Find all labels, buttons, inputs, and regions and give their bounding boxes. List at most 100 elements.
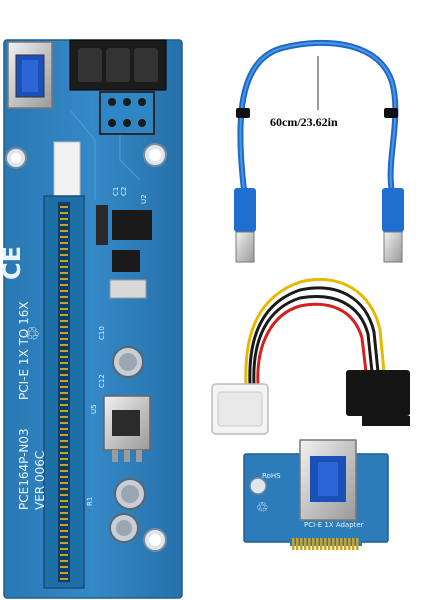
slot-pin <box>60 248 68 250</box>
chip-u2 <box>112 250 140 272</box>
board-version-text: VER 006C <box>33 451 47 510</box>
slot-pin <box>60 362 68 364</box>
component-label: C1 <box>112 187 120 196</box>
slot-pin <box>60 554 68 556</box>
edge-pin <box>356 538 359 550</box>
slot-latch <box>53 141 81 203</box>
chip-u1 <box>112 210 152 240</box>
edge-pin <box>300 538 303 550</box>
edge-pin <box>348 538 351 550</box>
slot-pin <box>60 572 68 574</box>
slot-pin <box>60 470 68 472</box>
riser-board: CE ♲ PCE164P-N03 PCI-E 1X TO 16X VER 006… <box>0 39 183 599</box>
pcie-x16-slot <box>43 195 85 589</box>
sata-power-connector <box>346 370 410 426</box>
board-model-text: PCE164P-N03 <box>17 428 31 510</box>
slot-pin <box>60 506 68 508</box>
slot-pin <box>60 530 68 532</box>
slot-pin <box>60 344 68 346</box>
board-type-text: PCI-E 1X TO 16X <box>17 301 31 400</box>
edge-pin <box>336 538 339 550</box>
slot-pin <box>60 296 68 298</box>
slot-pin <box>60 500 68 502</box>
slot-pin <box>60 218 68 220</box>
slot-pin <box>60 350 68 352</box>
sata-to-molex-cable <box>211 277 410 435</box>
slot-pin <box>60 560 68 562</box>
slot-pin <box>60 302 68 304</box>
slot-pin <box>60 332 68 334</box>
component-label: C10 <box>98 326 106 340</box>
edge-pin <box>344 538 347 550</box>
slot-pin <box>60 308 68 310</box>
cable-tie <box>384 108 398 118</box>
slot-pin <box>60 272 68 274</box>
slot-pin <box>60 242 68 244</box>
edge-pin <box>316 538 319 550</box>
slot-pin <box>60 494 68 496</box>
recycle-mark: ♲ <box>24 324 40 345</box>
ce-mark: CE <box>0 246 26 280</box>
rohs-mark: RoHS <box>262 472 281 480</box>
slot-pin <box>60 236 68 238</box>
slot-pin <box>60 464 68 466</box>
slot-pin <box>60 338 68 340</box>
component-label: C12 <box>98 374 106 388</box>
slot-pin <box>60 284 68 286</box>
component-label: U2 <box>140 194 148 204</box>
edge-pin <box>352 538 355 550</box>
slot-pin <box>60 578 68 580</box>
slot-pin <box>60 512 68 514</box>
slot-pin <box>60 434 68 436</box>
slot-pin <box>60 254 68 256</box>
slot-pin <box>60 488 68 490</box>
solder-pads <box>99 91 155 135</box>
component-label: R1 <box>86 497 94 506</box>
slot-pin <box>60 386 68 388</box>
slot-pin <box>60 518 68 520</box>
slot-pin <box>60 314 68 316</box>
slot-pin <box>60 404 68 406</box>
edge-pin <box>340 538 343 550</box>
capacitor <box>109 513 139 543</box>
slot-pin <box>60 440 68 442</box>
slot-pin <box>60 566 68 568</box>
slot-pin <box>60 224 68 226</box>
pcie-1x-adapter: RoHS PCI-E 1X Adapter ♲ <box>243 439 389 550</box>
slot-pin <box>60 536 68 538</box>
usb-plug-right <box>382 188 404 263</box>
recycle-mark: ♲ <box>256 500 269 516</box>
slot-pin <box>60 446 68 448</box>
edge-pin <box>296 538 299 550</box>
slot-pin <box>60 356 68 358</box>
slot-pin <box>60 422 68 424</box>
cable-tie <box>236 108 250 118</box>
mounting-hole <box>249 477 267 495</box>
slot-pin <box>60 398 68 400</box>
molex-connector <box>211 383 269 435</box>
cable-length-label: 60cm/23.62in <box>270 115 338 129</box>
six-pin-power-connector <box>69 39 167 91</box>
slot-pin <box>60 548 68 550</box>
slot-pin <box>60 416 68 418</box>
slot-pin <box>60 260 68 262</box>
edge-pin <box>304 538 307 550</box>
capacitor <box>112 346 144 378</box>
slot-pin <box>60 452 68 454</box>
edge-pin <box>292 538 295 550</box>
slot-pin <box>60 368 68 370</box>
slot-pin <box>60 206 68 208</box>
edge-pin <box>324 538 327 550</box>
capacitor <box>114 478 146 510</box>
slot-pin <box>60 266 68 268</box>
slot-pin <box>60 290 68 292</box>
slot-pin <box>60 392 68 394</box>
riser-usb-port <box>7 41 53 109</box>
edge-pin <box>328 538 331 550</box>
component-block <box>109 279 147 299</box>
edge-pin <box>320 538 323 550</box>
slot-pin <box>60 458 68 460</box>
slot-pin <box>60 542 68 544</box>
component-label: U5 <box>90 404 98 414</box>
